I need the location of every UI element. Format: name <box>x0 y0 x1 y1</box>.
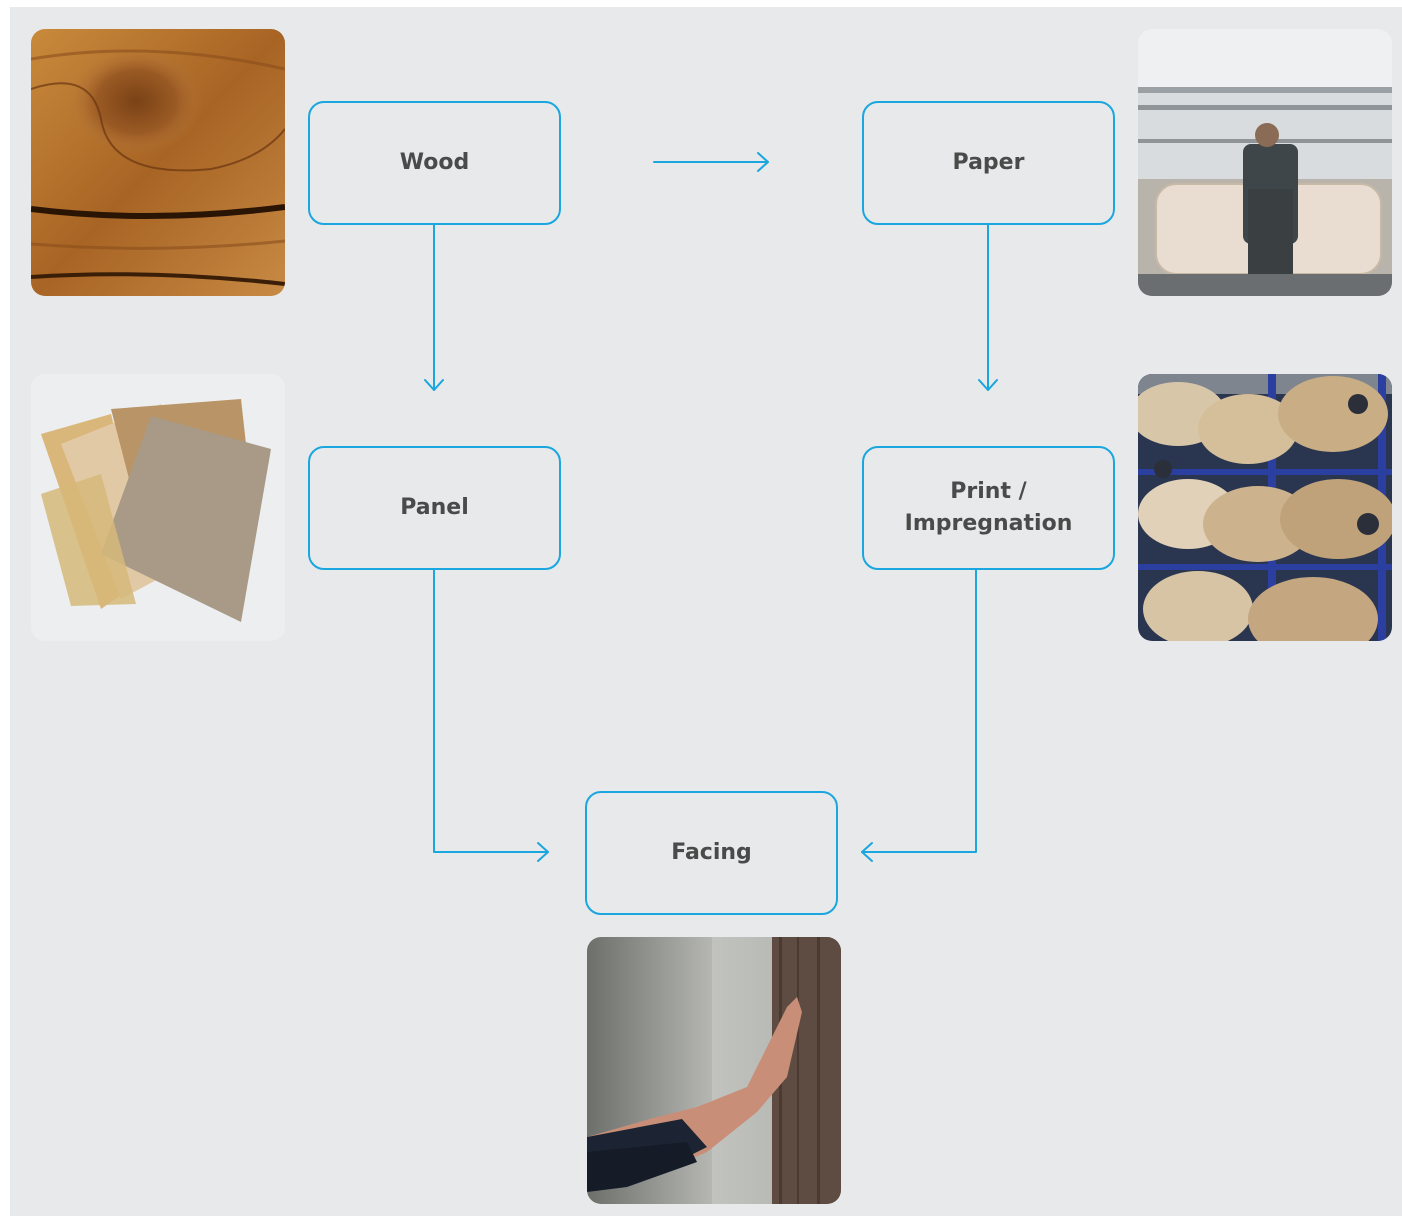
node-panel: Panel <box>308 446 561 570</box>
print-impregnation-photo <box>1138 374 1392 641</box>
node-wood: Wood <box>308 101 561 225</box>
node-print-impregnation: Print / Impregnation <box>862 446 1115 570</box>
node-facing: Facing <box>585 791 838 915</box>
panel-photo <box>31 374 285 641</box>
facing-photo <box>587 937 841 1204</box>
paper-photo <box>1138 29 1392 296</box>
node-paper: Paper <box>862 101 1115 225</box>
wood-photo <box>31 29 285 296</box>
